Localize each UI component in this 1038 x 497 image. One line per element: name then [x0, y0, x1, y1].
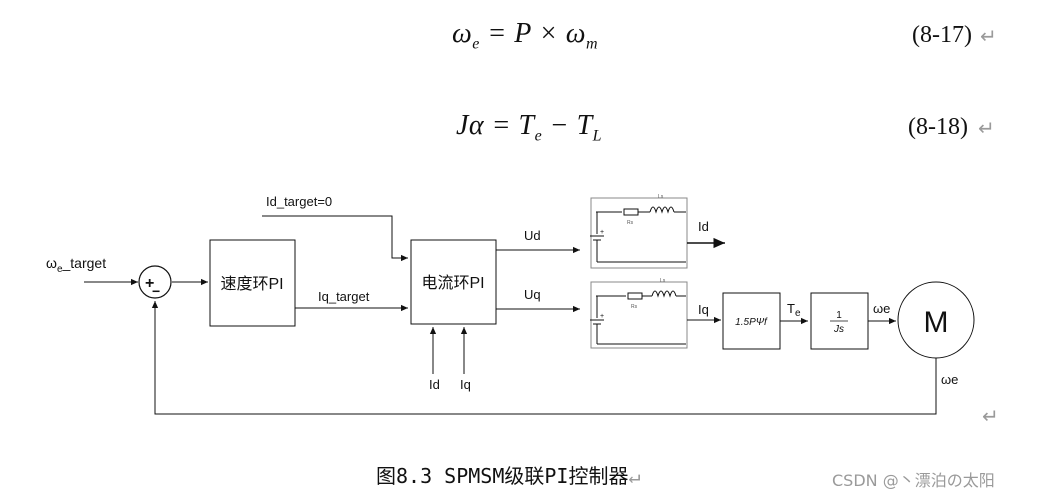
equation-8-17: ωe = P × ωm — [452, 18, 599, 53]
te-label: Te — [787, 301, 801, 319]
motor-label: M — [924, 306, 949, 339]
speed-loop-pi-block — [209, 239, 296, 327]
integrator-denominator: Js — [833, 324, 844, 335]
equation-number-8-17: (8-17) — [912, 22, 972, 48]
figure-caption: 图8.3 SPMSM级联PI控制器↵ — [376, 464, 641, 488]
speed-loop-pi-label: 速度环PI — [220, 275, 283, 293]
id-target-label: Id_target=0 — [266, 194, 332, 209]
return-mark-icon: ↵ — [980, 24, 997, 48]
iq-target-label: Iq_target — [318, 289, 370, 304]
inductor-icon — [649, 206, 675, 214]
svg-text:Rs: Rs — [631, 304, 638, 310]
svg-text:Rs: Rs — [627, 220, 634, 226]
iq-input-label: Iq — [460, 377, 471, 392]
torque-constant-block — [722, 292, 781, 350]
id-target-arrow — [262, 215, 408, 262]
iq-output-label: Iq — [698, 302, 709, 317]
equation-8-18: Jα = Te − TL — [456, 110, 603, 145]
resistor-icon — [623, 208, 639, 216]
svg-text:+: + — [600, 229, 604, 236]
watermark: CSDN @丶漂泊の太阳 — [832, 471, 995, 490]
speed-feedback-path — [151, 301, 937, 415]
svg-text:Ls: Ls — [660, 278, 666, 284]
we-label-right: ωe — [873, 301, 890, 316]
sum-plus-sign: + — [145, 275, 154, 292]
input-label: ωe_target — [46, 255, 106, 275]
current-loop-pi-label: 电流环PI — [421, 274, 484, 292]
id-output-label: Id — [698, 219, 709, 234]
we-feedback-label: ωe — [941, 372, 958, 387]
uq-label: Uq — [524, 287, 541, 302]
d-axis-circuit: + Rs Ls — [590, 194, 688, 269]
torque-constant-label: 1.5PΨf — [735, 317, 768, 328]
summing-junction — [138, 265, 172, 299]
equation-number-8-18: (8-18) — [908, 114, 968, 140]
current-loop-pi-block — [410, 239, 497, 325]
svg-text:Ls: Ls — [658, 194, 664, 200]
control-block-diagram: ωe_target + − 速度环PI Iq_target Id_target=… — [46, 194, 975, 415]
return-mark-icon: ↵ — [978, 116, 995, 140]
return-mark-icon: ↵ — [982, 404, 999, 428]
svg-text:+: + — [600, 313, 604, 320]
inductor-icon — [651, 290, 677, 298]
id-input-label: Id — [429, 377, 440, 392]
return-mark-icon: ↵ — [628, 464, 641, 488]
sum-minus-sign: − — [152, 283, 160, 299]
q-axis-circuit: + Rs Ls — [590, 278, 688, 349]
ud-label: Ud — [524, 228, 541, 243]
resistor-icon — [627, 292, 643, 300]
integrator-numerator: 1 — [836, 310, 842, 321]
